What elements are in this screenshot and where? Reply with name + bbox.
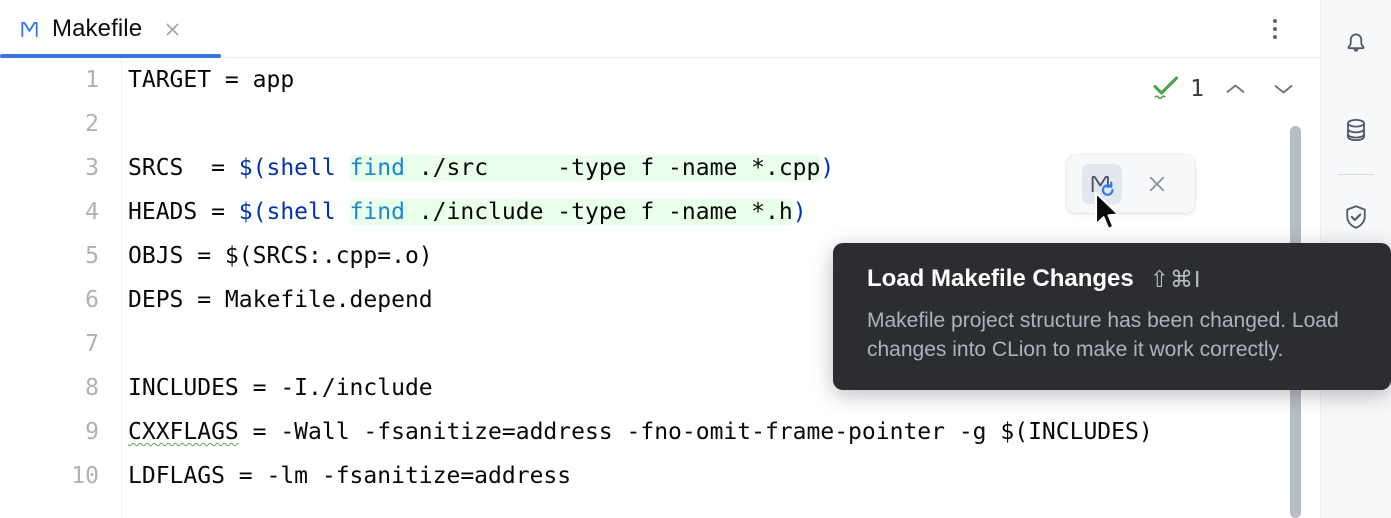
line-number: 2 xyxy=(85,111,99,137)
code-token: LDFLAGS = -lm -fsanitize=address xyxy=(128,463,572,489)
kebab-dot xyxy=(1273,35,1277,39)
notifications-button[interactable] xyxy=(1330,18,1382,70)
line-number: 10 xyxy=(71,463,99,489)
code-line[interactable]: LDFLAGS = -lm -fsanitize=address xyxy=(122,454,1320,498)
chevron-up-icon[interactable] xyxy=(1218,72,1252,106)
code-token: ./include -type f -name *.h xyxy=(404,199,793,225)
bell-icon xyxy=(1341,27,1371,62)
active-tab-indicator xyxy=(0,54,221,58)
tooltip-shortcut: ⇧⌘I xyxy=(1149,265,1202,292)
tooltip-body: Makefile project structure has been chan… xyxy=(867,309,1339,361)
kebab-dot xyxy=(1273,19,1277,23)
line-number: 5 xyxy=(85,243,99,269)
line-number: 7 xyxy=(85,331,99,357)
code-line[interactable] xyxy=(122,102,1320,146)
code-line[interactable]: SRCS = $(shell find ./src -type f -name … xyxy=(122,146,1320,190)
code-line[interactable]: TARGET = app xyxy=(122,58,1320,102)
close-icon[interactable] xyxy=(1140,167,1174,201)
line-number: 3 xyxy=(85,155,99,181)
tooltip-title: Load Makefile Changes xyxy=(867,265,1134,292)
more-vertical-icon[interactable] xyxy=(1258,12,1292,46)
code-line[interactable]: DEPS = Makefile.depend xyxy=(122,278,1320,322)
code-token: SRCS = xyxy=(128,155,239,181)
code-token: $(shell xyxy=(238,199,350,225)
code-token: find xyxy=(349,199,405,225)
makefile-icon xyxy=(18,18,41,41)
code-token: HEADS = xyxy=(128,199,239,225)
code-line[interactable]: CXXFLAGS = -Wall -fsanitize=address -fno… xyxy=(122,410,1320,454)
makefile-tooltip: Load Makefile Changes ⇧⌘I Makefile proje… xyxy=(833,243,1391,391)
tool-strip-divider xyxy=(1338,174,1374,175)
line-number: 9 xyxy=(85,419,99,445)
code-token: ) xyxy=(820,155,835,181)
editor-tab-bar: Makefile xyxy=(0,0,1320,58)
code-line[interactable]: HEADS = $(shell find ./include -type f -… xyxy=(122,190,1320,234)
code-token: OBJS = $(SRCS:.cpp=.o) xyxy=(128,243,433,269)
chevron-down-icon[interactable] xyxy=(1266,72,1300,106)
kebab-dot xyxy=(1273,27,1277,31)
code-token: ) xyxy=(792,199,807,225)
code-line[interactable]: INCLUDES = -I./include xyxy=(122,366,1320,410)
line-number: 8 xyxy=(85,375,99,401)
line-number-gutter: 1 2 3 4 5 6 7 8 9 10 xyxy=(0,58,122,518)
close-icon[interactable] xyxy=(159,16,185,42)
inspection-count: 1 xyxy=(1190,76,1204,102)
security-button[interactable] xyxy=(1330,193,1382,245)
code-token: $(shell xyxy=(238,155,350,181)
code-line[interactable]: OBJS = $(SRCS:.cpp=.o) xyxy=(122,234,1320,278)
tab-bar-bottom-border xyxy=(0,57,1320,58)
shield-check-icon xyxy=(1341,202,1371,237)
code-token: find xyxy=(349,155,405,181)
line-number: 1 xyxy=(85,67,99,93)
database-icon xyxy=(1341,115,1371,150)
tooltip-header: Load Makefile Changes ⇧⌘I xyxy=(867,265,1365,293)
code-token: ./src -type f -name *.cpp xyxy=(404,155,821,181)
makefile-action-panel xyxy=(1067,155,1195,213)
tab-title: Makefile xyxy=(52,15,143,42)
code-token: INCLUDES = -I./include xyxy=(128,375,433,401)
code-token: CXXFLAGS xyxy=(128,419,239,445)
code-token: DEPS = Makefile.depend xyxy=(128,287,433,313)
inspection-widget: 1 xyxy=(1151,72,1300,106)
inspection-ok-icon[interactable] xyxy=(1151,73,1181,106)
makefile-reload-icon[interactable] xyxy=(1082,164,1122,204)
line-number: 4 xyxy=(85,199,99,225)
code-token: TARGET = app xyxy=(128,67,295,93)
line-number: 6 xyxy=(85,287,99,313)
code-token: = -Wall -fsanitize=address -fno-omit-fra… xyxy=(238,419,1153,445)
editor-tab-makefile[interactable]: Makefile xyxy=(0,0,221,58)
database-button[interactable] xyxy=(1330,106,1382,158)
